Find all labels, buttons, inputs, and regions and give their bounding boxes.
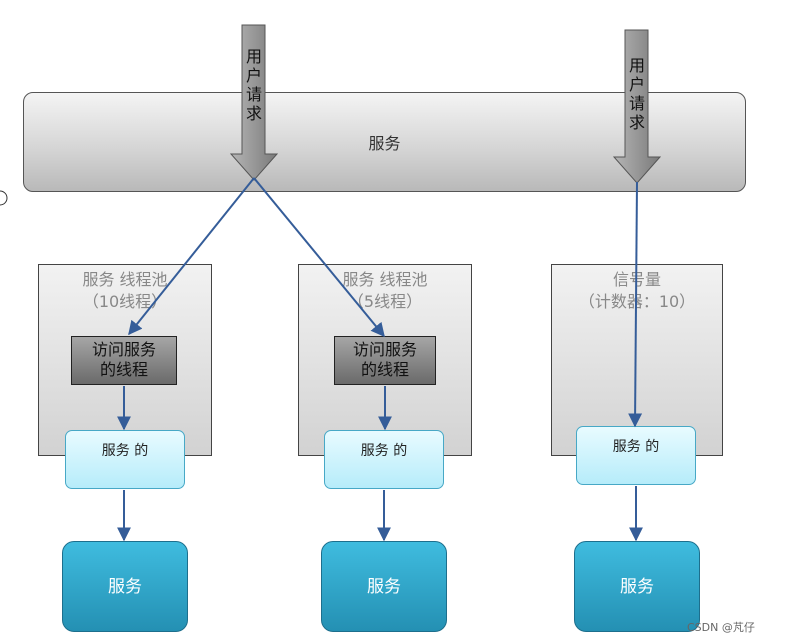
service-of-box: 服务 的: [576, 426, 696, 485]
service-of-box: 服务 的: [65, 430, 185, 489]
request-label: 用 户 请 求: [245, 47, 262, 123]
service-box: 服务: [574, 541, 700, 632]
pool-subtitle: （10线程）: [82, 292, 168, 311]
request-label: 用 户 请 求: [628, 56, 645, 132]
watermark: CSDN @芃仔: [687, 621, 755, 634]
request-arrow: [229, 24, 279, 181]
connector-line: [628, 181, 643, 428]
thread-box: 访问服务 的线程: [334, 336, 436, 385]
service-box: 服务: [62, 541, 188, 632]
connector-line: [253, 177, 385, 338]
service-of-box: 服务 的: [324, 430, 444, 489]
pool-title: 服务 线程池: [342, 270, 428, 289]
request-arrow: [612, 29, 662, 184]
edge-circle-fragment: [0, 190, 8, 206]
service-bar-label: 服务: [368, 134, 401, 153]
service-box: 服务: [321, 541, 447, 632]
thread-box: 访问服务 的线程: [71, 336, 177, 385]
pool-subtitle: （5线程）: [347, 292, 423, 311]
connector-line: [128, 177, 255, 336]
pool-title: 服务 线程池: [82, 270, 168, 289]
